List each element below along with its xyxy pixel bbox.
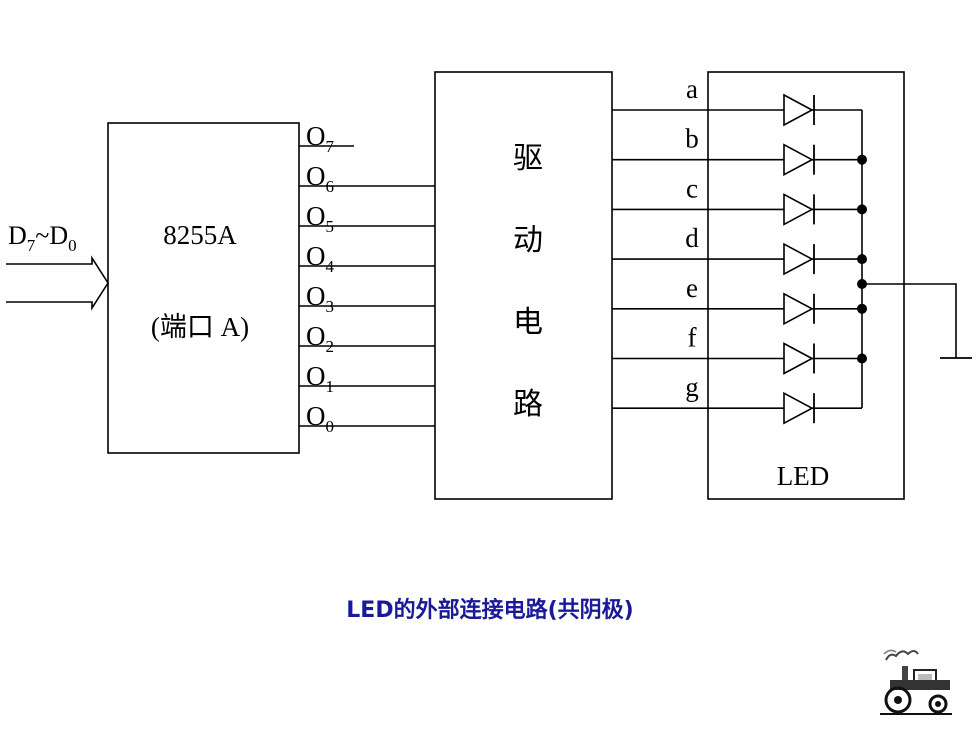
chip-8255a-box [107, 122, 300, 454]
driver-char-0: 驱 [513, 142, 543, 175]
bus-input-arrow [6, 255, 109, 311]
diode-icon-f [783, 342, 815, 375]
output-label-o6: O6 [306, 161, 334, 196]
input-label-d0-sub: 0 [68, 236, 77, 255]
output-label-o7: O7 [306, 121, 335, 156]
driver-char-2: 电 [513, 306, 543, 339]
led-box [707, 71, 905, 500]
diode-icon-a [783, 93, 815, 127]
output-label-o4-base: O [306, 241, 326, 271]
junction-dot-2 [857, 254, 867, 265]
output-label-o7-base: O [306, 121, 326, 151]
chip-name: 8255A [163, 220, 237, 250]
diode-icon-e [783, 292, 815, 326]
diagram-caption: LED的外部连接电路(共阴极) [346, 598, 634, 623]
output-label-o2-base: O [306, 321, 326, 351]
segment-label-e: e [686, 273, 698, 303]
segment-label-a: a [686, 74, 698, 104]
input-label: D7~D0 [8, 221, 77, 255]
segment-label-b: b [685, 124, 699, 154]
segment-label-c: c [686, 173, 698, 203]
segment-label-f: f [688, 323, 697, 353]
segment-label-d: d [685, 223, 699, 253]
segment-label-g: g [685, 372, 699, 402]
junction-dot-5 [857, 353, 867, 364]
led-label: LED [777, 461, 829, 491]
chip-port-label: (端口 A) [151, 312, 249, 342]
output-label-o5-base: O [306, 201, 326, 231]
junction-dot-4 [857, 303, 867, 314]
driver-char-1: 动 [513, 224, 543, 257]
output-label-o3: O3 [306, 281, 334, 316]
output-label-o1: O1 [306, 361, 334, 396]
tractor-icon [880, 649, 952, 715]
output-label-o4: O4 [306, 241, 335, 276]
output-label-o3-base: O [306, 281, 326, 311]
output-label-o6-base: O [306, 161, 326, 191]
output-label-o0: O0 [306, 401, 334, 436]
ground-wire [862, 283, 957, 358]
junction-dot-0 [857, 154, 867, 165]
output-label-o0-base: O [306, 401, 326, 431]
diode-icon-g [783, 391, 815, 425]
driver-circuit-box [434, 71, 613, 500]
output-pins: O7O6O5O4O3O2O1O0 [299, 121, 435, 436]
output-label-o2: O2 [306, 321, 334, 356]
input-label-d7-sub: 7 [27, 236, 36, 255]
output-label-o1-base: O [306, 361, 326, 391]
diode-icon-c [783, 193, 815, 226]
input-label-d0: D [49, 221, 68, 250]
input-label-d7: D [8, 221, 27, 250]
svg-text:D7~D0: D7~D0 [8, 221, 77, 255]
junction-dot-1 [857, 204, 867, 215]
diode-icon-b [783, 143, 815, 177]
diode-icon-d [783, 242, 815, 276]
input-label-tilde: ~ [35, 221, 49, 250]
driver-char-3: 路 [513, 388, 543, 421]
output-label-o5: O5 [306, 201, 334, 236]
